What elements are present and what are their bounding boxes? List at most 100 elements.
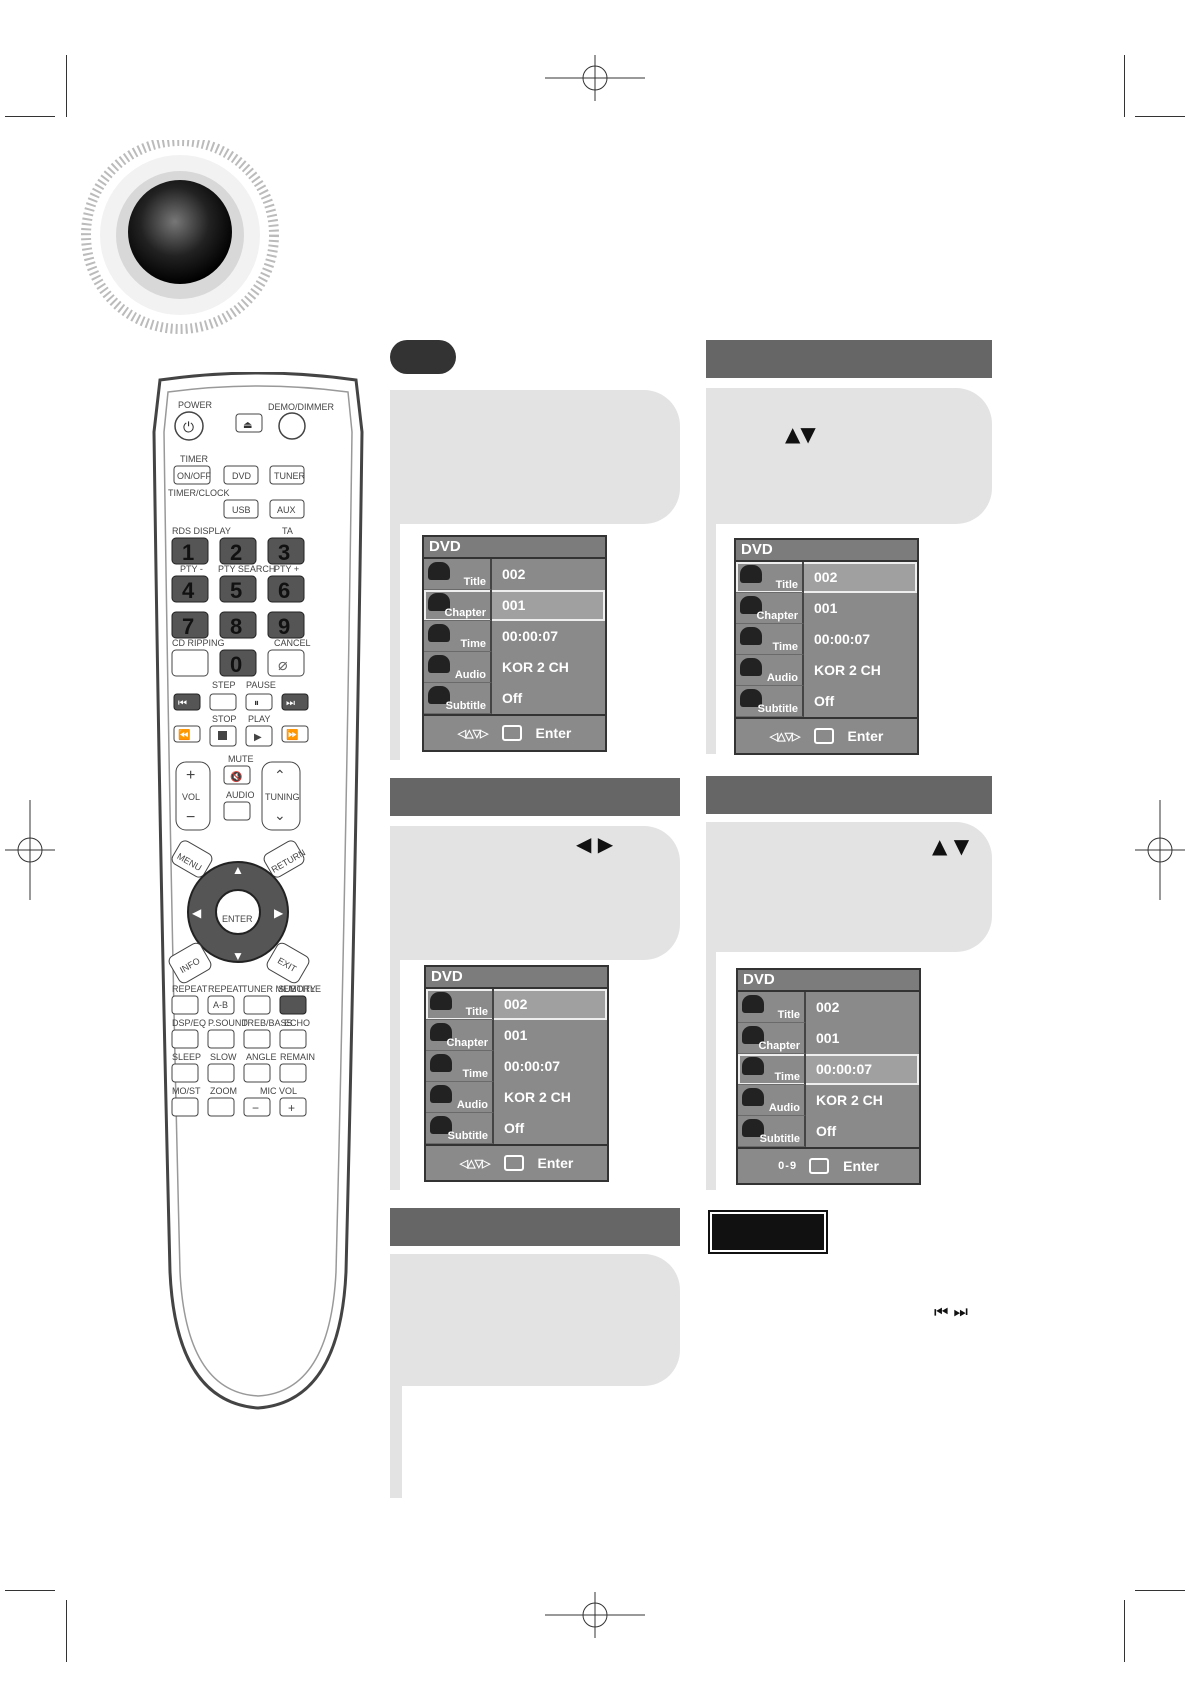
- subtitle-button[interactable]: [279, 995, 307, 1015]
- usb-button[interactable]: [223, 499, 259, 519]
- left-arrow-icon: ◀: [192, 906, 202, 920]
- rewind-icon: ⏪: [178, 728, 190, 741]
- navigation-hint-icon: ◁△▽▷: [769, 730, 801, 743]
- tuning-rocker[interactable]: [261, 761, 301, 831]
- osd-row-chapter[interactable]: Chapter 001: [424, 590, 605, 621]
- menu-button[interactable]: [170, 839, 214, 880]
- mo-st-button[interactable]: [171, 1097, 199, 1117]
- step-button[interactable]: [209, 693, 237, 711]
- eject-button[interactable]: [235, 413, 263, 433]
- osd-row-value: 001: [492, 590, 605, 621]
- pause-button[interactable]: [245, 693, 273, 711]
- audio-icon: [740, 658, 762, 676]
- step-label: STEP: [212, 680, 236, 690]
- skip-forward-button[interactable]: [281, 693, 309, 711]
- fast-forward-button[interactable]: [281, 725, 309, 743]
- echo-button[interactable]: [279, 1029, 307, 1049]
- time-icon: [430, 1054, 452, 1072]
- section-header-bar: [390, 778, 680, 816]
- p-sound-button[interactable]: [207, 1029, 235, 1049]
- osd-icon-cell: Chapter: [736, 593, 804, 624]
- crop-mark: [5, 1590, 55, 1591]
- audio-button[interactable]: [223, 801, 251, 821]
- slow-button[interactable]: [207, 1063, 235, 1083]
- title-icon: [428, 562, 450, 580]
- power-button[interactable]: [174, 411, 204, 441]
- osd-icon-cell: Subtitle: [426, 1113, 494, 1144]
- zoom-button[interactable]: [207, 1097, 235, 1117]
- remain-button[interactable]: [279, 1063, 307, 1083]
- volume-rocker[interactable]: [175, 761, 211, 831]
- osd-row-label: Chapter: [444, 607, 486, 619]
- tuner-memory-label: TUNER MEMORY: [242, 984, 316, 994]
- osd-icon-cell: Time: [424, 621, 492, 652]
- play-button[interactable]: [245, 725, 273, 747]
- up-arrow-icon: ⌃: [274, 767, 286, 783]
- dvd-button[interactable]: [223, 465, 259, 485]
- osd-row-value: 002: [804, 562, 917, 593]
- treb-bass-button[interactable]: [243, 1029, 271, 1049]
- rewind-button[interactable]: [173, 725, 201, 743]
- number-pad[interactable]: [171, 537, 305, 677]
- osd-row-label: Subtitle: [757, 703, 798, 715]
- angle-button[interactable]: [243, 1063, 271, 1083]
- mute-button[interactable]: [223, 765, 251, 785]
- skip-back-button[interactable]: [173, 693, 201, 711]
- cancel-label: CANCEL: [274, 638, 311, 648]
- digit-8: 8: [230, 614, 242, 639]
- repeat-ab-label: REPEAT: [208, 984, 244, 994]
- enter-button[interactable]: [215, 889, 261, 935]
- osd-footer: ◁△▽▷Enter: [736, 717, 917, 753]
- cancel-button[interactable]: [267, 649, 305, 677]
- timer-on-off-button[interactable]: [173, 465, 211, 485]
- osd-row-label: Title: [465, 1006, 488, 1018]
- svg-text:+: +: [186, 767, 195, 784]
- osd-icon-cell: Time: [426, 1051, 494, 1082]
- timer-label: TIMER: [180, 454, 208, 464]
- tuner-memory-button[interactable]: [243, 995, 271, 1015]
- sleep-button[interactable]: [171, 1063, 199, 1083]
- aux-button[interactable]: [269, 499, 305, 519]
- registration-mark: [545, 1592, 645, 1638]
- info-button[interactable]: [167, 941, 213, 985]
- mic-vol-down-button[interactable]: [243, 1097, 271, 1117]
- exit-button[interactable]: [265, 941, 311, 985]
- mic-vol-up-button[interactable]: [279, 1097, 307, 1117]
- return-button[interactable]: [262, 839, 306, 880]
- stop-label: STOP: [212, 714, 236, 724]
- subtitle-icon: [740, 689, 762, 707]
- tuner-button[interactable]: [269, 465, 305, 485]
- osd-header: DVD: [736, 540, 917, 562]
- registration-mark: [1135, 800, 1185, 900]
- dsp-eq-button[interactable]: [171, 1029, 199, 1049]
- osd-icon-cell: Title: [736, 562, 804, 593]
- repeat-button[interactable]: [171, 995, 199, 1015]
- osd-row-value: 002: [502, 566, 526, 582]
- repeat-ab-button[interactable]: [207, 995, 235, 1015]
- pty-minus-label: PTY -: [180, 564, 203, 574]
- osd-icon-cell: Chapter: [738, 1023, 806, 1054]
- section-header-bar: [390, 1208, 680, 1246]
- demo-dimmer-button[interactable]: [278, 412, 306, 440]
- cd-ripping-button[interactable]: [171, 649, 209, 677]
